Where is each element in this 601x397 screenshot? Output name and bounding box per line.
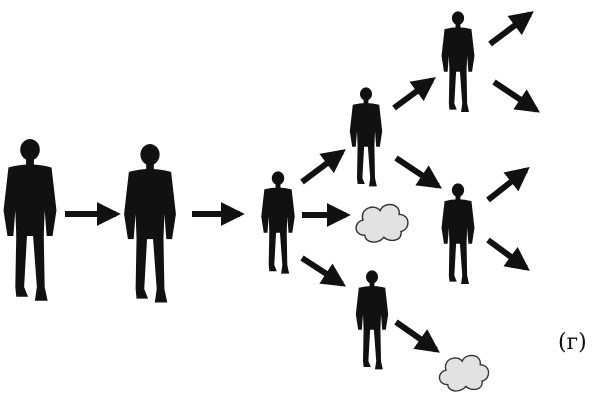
arrow-3-to-upper (300, 149, 346, 185)
cloud-icon-lower (438, 354, 490, 392)
figure-label: (г) (558, 330, 587, 355)
person-figure-upper (349, 87, 383, 187)
person-figure-2 (124, 144, 176, 303)
arrow-top-down (492, 79, 540, 113)
person-figure-lower (355, 270, 389, 370)
arrow-upper-to-top (392, 77, 436, 111)
arrow-3-to-lower (300, 255, 347, 287)
arrow-lower-to-cloud (394, 319, 440, 353)
person-figure-top (441, 11, 475, 113)
arrow-top-up (488, 11, 534, 47)
arrow-middle-up (486, 167, 530, 203)
person-figure-1 (3, 139, 57, 301)
cloud-icon-middle (355, 203, 409, 243)
person-figure-middle (441, 183, 475, 285)
arrow-middle-down (486, 237, 530, 271)
person-figure-3 (261, 171, 295, 274)
arrow-upper-to-middle (394, 155, 442, 189)
